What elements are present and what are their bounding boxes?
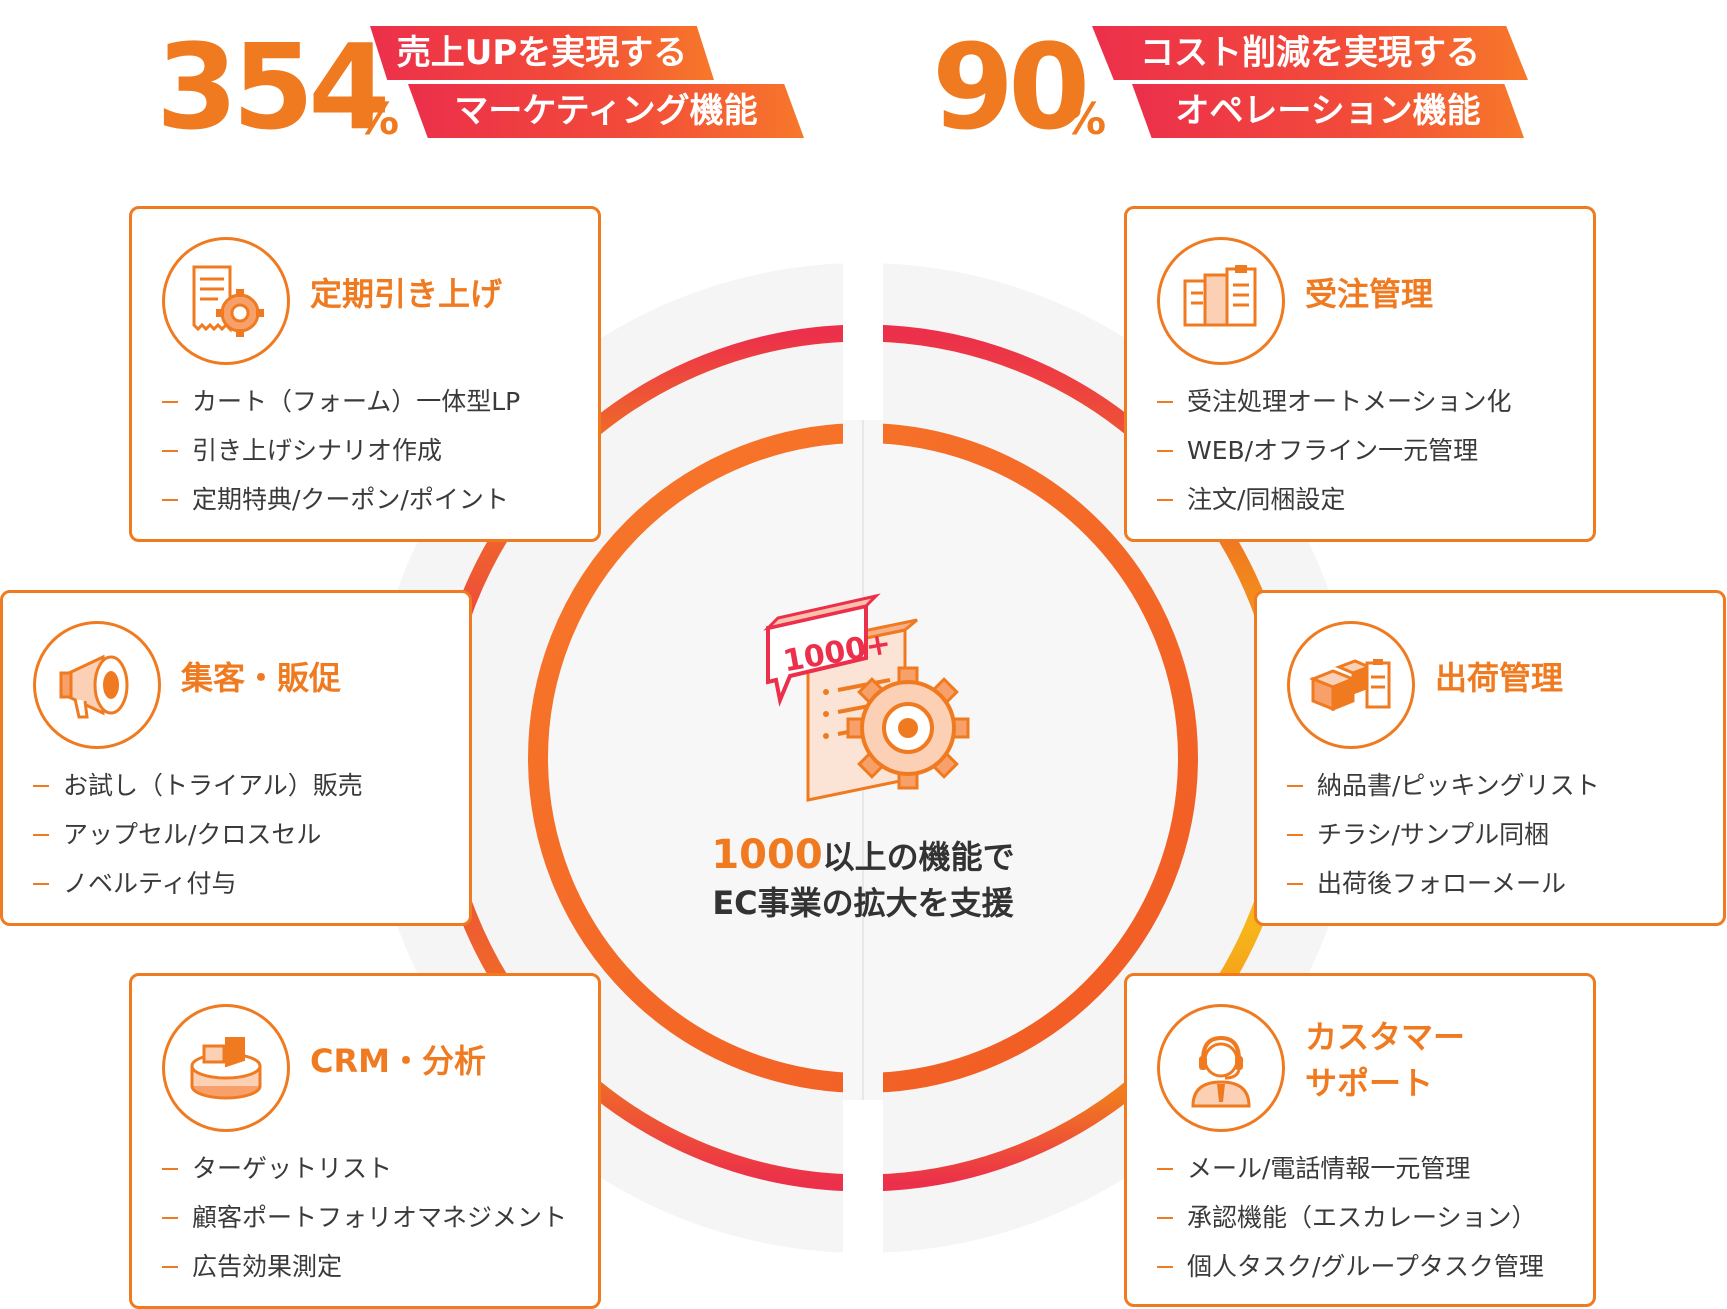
card-order-management: 受注管理 受注処理オートメーション化 WEB/オフライン一元管理 注文/同梱設定 — [1124, 206, 1596, 542]
list-item: チラシ/サンプル同梱 — [1285, 810, 1600, 859]
pie-chart-icon — [190, 1037, 262, 1100]
list-item: 定期特典/クーポン/ポイント — [160, 475, 520, 524]
list-item: 出荷後フォローメール — [1285, 859, 1600, 908]
card-icon-circle — [1287, 621, 1415, 749]
marketing-stat-value: 354 — [156, 18, 390, 156]
center-highlight: 1000 — [711, 832, 823, 878]
card-title: 定期引き上げ — [310, 275, 503, 313]
marketing-ribbon-line2: マーケティング機能 — [408, 84, 804, 138]
boxes-icon — [1309, 659, 1391, 712]
features-1000-icon: 1000+ — [763, 593, 970, 802]
center-caption-line1: 1000以上の機能で — [663, 832, 1063, 880]
center-line1-rest: 以上の機能で — [822, 838, 1015, 876]
megaphone-icon — [59, 654, 129, 719]
list-item: アップセル/クロスセル — [31, 810, 363, 859]
card-promotion: 集客・販促 お試し（トライアル）販売 アップセル/クロスセル ノベルティ付与 — [0, 590, 472, 926]
headset-operator-icon — [1191, 1035, 1251, 1108]
list-item: メール/電話情報一元管理 — [1155, 1144, 1544, 1193]
card-title: カスタマー サポート — [1305, 1018, 1466, 1102]
operations-ribbon-line2: オペレーション機能 — [1132, 84, 1524, 138]
card-title: 受注管理 — [1305, 275, 1434, 313]
card-icon-circle — [1157, 237, 1285, 365]
card-subscription-upsell: 定期引き上げ カート（フォーム）一体型LP 引き上げシナリオ作成 定期特典/クー… — [129, 206, 601, 542]
marketing-stat-unit: % — [355, 94, 400, 145]
operations-stat-unit: % — [1062, 94, 1107, 145]
card-icon-circle — [162, 237, 290, 365]
card-feature-list: メール/電話情報一元管理 承認機能（エスカレーション） 個人タスク/グループタス… — [1155, 1144, 1544, 1291]
card-feature-list: お試し（トライアル）販売 アップセル/クロスセル ノベルティ付与 — [31, 761, 363, 908]
card-crm-analytics: CRM・分析 ターゲットリスト 顧客ポートフォリオマネジメント 広告効果測定 — [129, 973, 601, 1309]
card-icon-circle — [1157, 1004, 1285, 1132]
center-caption: 1000以上の機能で EC事業の拡大を支援 — [663, 832, 1063, 926]
list-item: 広告効果測定 — [160, 1242, 567, 1291]
list-item: 受注処理オートメーション化 — [1155, 377, 1512, 426]
receipt-gear-icon — [192, 265, 264, 337]
card-shipping-management: 出荷管理 納品書/ピッキングリスト チラシ/サンプル同梱 出荷後フォローメール — [1254, 590, 1726, 926]
list-item: 顧客ポートフォリオマネジメント — [160, 1193, 567, 1242]
list-item: ターゲットリスト — [160, 1144, 567, 1193]
operations-ribbon-line1: コスト削減を実現する — [1092, 26, 1528, 80]
card-feature-list: 納品書/ピッキングリスト チラシ/サンプル同梱 出荷後フォローメール — [1285, 761, 1600, 908]
list-item: 承認機能（エスカレーション） — [1155, 1193, 1544, 1242]
list-item: 引き上げシナリオ作成 — [160, 426, 520, 475]
list-item: ノベルティ付与 — [31, 859, 363, 908]
list-item: カート（フォーム）一体型LP — [160, 377, 520, 426]
list-item: 個人タスク/グループタスク管理 — [1155, 1242, 1544, 1291]
card-title: 集客・販促 — [181, 659, 342, 697]
list-item: 注文/同梱設定 — [1155, 475, 1512, 524]
card-title: CRM・分析 — [310, 1042, 486, 1080]
list-item: WEB/オフライン一元管理 — [1155, 426, 1512, 475]
card-title: 出荷管理 — [1435, 659, 1564, 697]
card-feature-list: ターゲットリスト 顧客ポートフォリオマネジメント 広告効果測定 — [160, 1144, 567, 1291]
card-feature-list: 受注処理オートメーション化 WEB/オフライン一元管理 注文/同梱設定 — [1155, 377, 1512, 524]
list-item: 納品書/ピッキングリスト — [1285, 761, 1600, 810]
card-icon-circle — [162, 1004, 290, 1132]
card-feature-list: カート（フォーム）一体型LP 引き上げシナリオ作成 定期特典/クーポン/ポイント — [160, 377, 520, 524]
list-item: お試し（トライアル）販売 — [31, 761, 363, 810]
marketing-ribbon-line1: 売上UPを実現する — [370, 26, 714, 80]
center-caption-line2: EC事業の拡大を支援 — [712, 884, 1014, 922]
clipboard-icon — [1183, 265, 1257, 327]
card-icon-circle — [33, 621, 161, 749]
operations-stat-value: 90 — [932, 18, 1090, 156]
card-customer-support: カスタマー サポート メール/電話情報一元管理 承認機能（エスカレーション） 個… — [1124, 973, 1596, 1307]
